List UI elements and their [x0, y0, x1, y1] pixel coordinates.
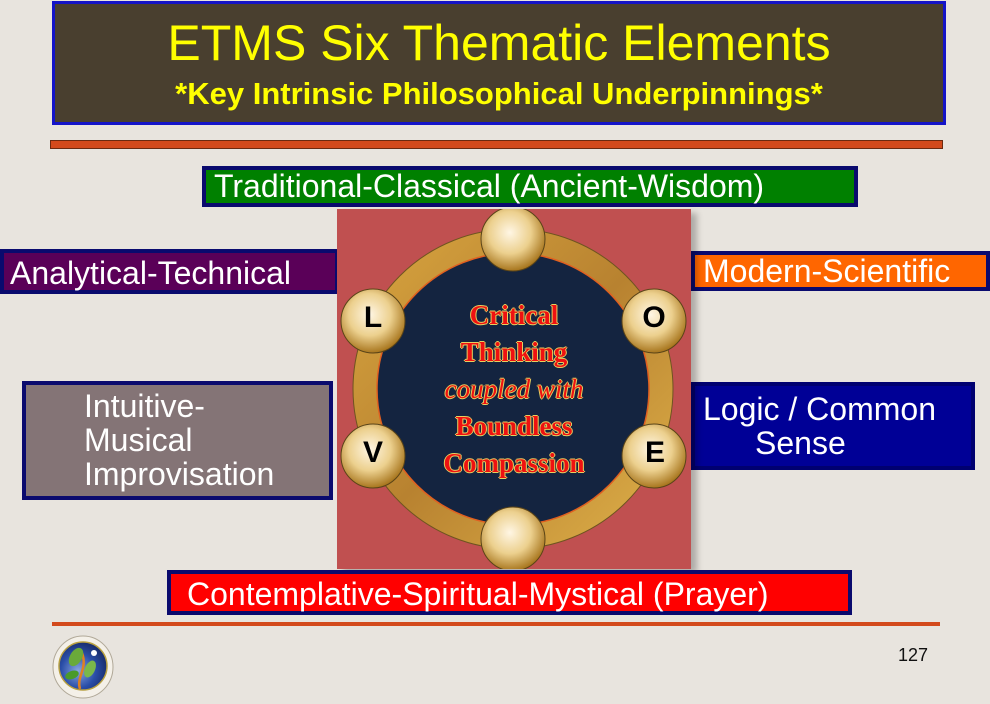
top-ball: [480, 206, 546, 272]
letter-l: L: [363, 301, 383, 334]
center-line-coupled: coupled with: [444, 374, 584, 404]
center-line-compassion: Compassion: [443, 448, 585, 478]
center-line-boundless: Boundless: [455, 411, 573, 441]
element-line: Intuitive-: [84, 388, 205, 424]
element-line: Improvisation: [84, 456, 275, 492]
element-traditional-classical: Traditional-Classical (Ancient-Wisdom): [202, 166, 858, 207]
top-divider: [50, 140, 943, 149]
element-intuitive-musical: Intuitive- Musical Improvisation: [22, 381, 333, 500]
element-modern-scientific: Modern-Scientific: [691, 251, 990, 291]
slide-subtitle: *Key Intrinsic Philosophical Underpinnin…: [175, 76, 823, 111]
element-line: Sense: [755, 425, 846, 461]
letter-o: O: [642, 301, 666, 334]
bottom-divider: [52, 622, 940, 626]
letter-v: V: [362, 436, 383, 469]
center-message: Critical Thinking coupled with Boundless…: [337, 297, 691, 482]
element-analytical-technical: Analytical-Technical: [0, 249, 339, 294]
title-banner: ETMS Six Thematic Elements *Key Intrinsi…: [52, 1, 946, 125]
ring-graphic: [340, 206, 687, 572]
globe-leaf-logo-icon: [52, 633, 114, 699]
love-diagram: L O V E Critical Thinking coupled with B…: [337, 206, 691, 572]
slide-title: ETMS Six Thematic Elements: [167, 15, 831, 71]
element-logic-common-sense: Logic / Common Sense: [691, 382, 975, 470]
element-line: Musical: [84, 422, 193, 458]
letter-e: E: [644, 436, 665, 469]
element-line: Logic / Common: [703, 391, 936, 427]
center-line-thinking: Thinking: [460, 337, 568, 367]
page-number: 127: [898, 645, 929, 665]
element-contemplative-spiritual: Contemplative-Spiritual-Mystical (Prayer…: [167, 570, 852, 615]
center-line-critical: Critical: [469, 300, 559, 330]
